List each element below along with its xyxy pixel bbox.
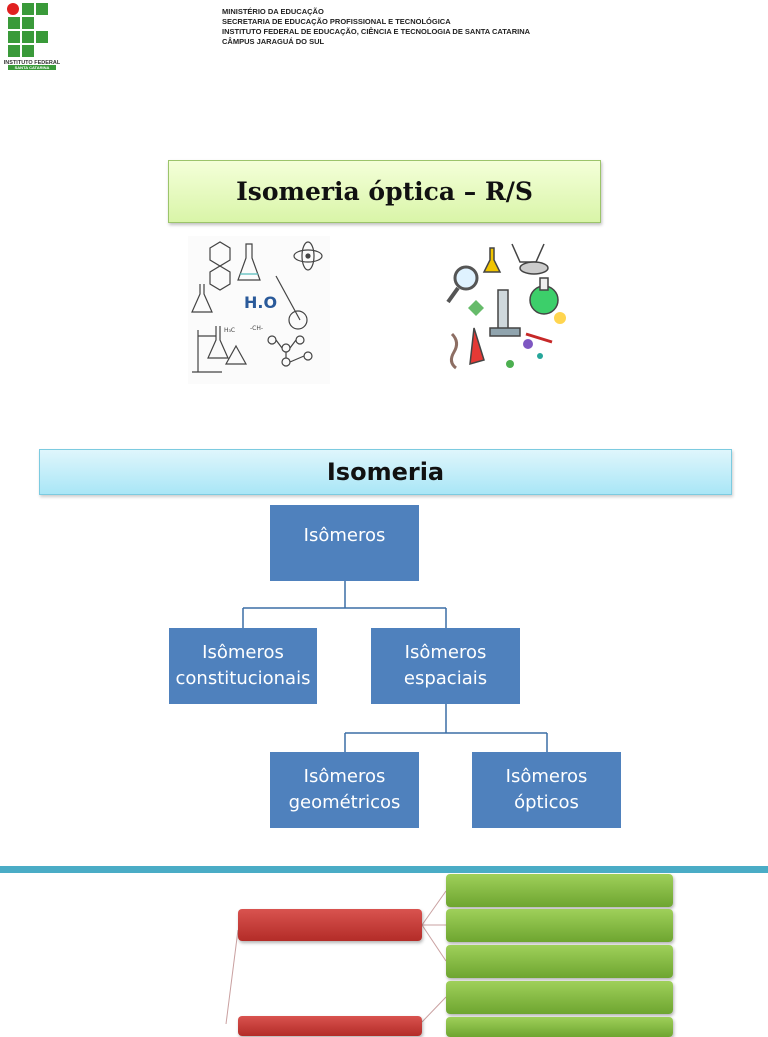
node-isomeros-espaciais: Isômeros espaciais (371, 628, 520, 704)
node-isomeros: Isômeros (270, 505, 419, 581)
header-line-secretariat: SECRETARIA DE EDUCAÇÃO PROFISSIONAL E TE… (222, 17, 451, 26)
green-box-4 (446, 981, 673, 1014)
node-isomeros-geometricos: Isômeros geométricos (270, 752, 419, 828)
node-isomeros-opticos: Isômeros ópticos (472, 752, 621, 828)
chemistry-sketch-illustration: H.O H₃C -CH- (188, 236, 330, 384)
green-box-5 (446, 1017, 673, 1037)
node-isomeros-constitucionais: Isômeros constitucionais (169, 628, 317, 704)
red-box-1 (238, 909, 422, 941)
svg-text:H₃C: H₃C (224, 327, 235, 334)
header-line-institute: INSTITUTO FEDERAL DE EDUCAÇÃO, CIÊNCIA E… (222, 27, 531, 36)
formula-label: H.O (244, 293, 277, 312)
node-opticos-label: Isômeros ópticos (505, 766, 588, 813)
green-box-1 (446, 874, 673, 907)
page-title: Isomeria óptica – R/S (236, 177, 533, 206)
node-geometricos-label: Isômeros geométricos (288, 766, 401, 813)
svg-text:SANTA CATARINA: SANTA CATARINA (15, 65, 50, 70)
green-box-3 (446, 945, 673, 978)
red-box-2 (238, 1016, 422, 1036)
section-title-box: Isomeria (39, 449, 732, 495)
green-box-2 (446, 909, 673, 942)
svg-text:INSTITUTO FEDERAL: INSTITUTO FEDERAL (4, 60, 60, 66)
science-lab-clipart (440, 238, 572, 378)
header-line-campus: CÂMPUS JARAGUÁ DO SUL (222, 37, 325, 46)
node-espaciais-label: Isômeros espaciais (403, 642, 488, 689)
if-logo: INSTITUTO FEDERAL SANTA CATARINA (4, 2, 61, 70)
page-title-box: Isomeria óptica – R/S (168, 160, 601, 223)
header-text: MINISTÉRIO DA EDUCAÇÃO SECRETARIA DE EDU… (222, 7, 530, 47)
svg-text:-CH-: -CH- (250, 325, 263, 332)
page-divider (0, 866, 768, 873)
section-title: Isomeria (326, 458, 445, 486)
header-line-ministry: MINISTÉRIO DA EDUCAÇÃO (222, 7, 324, 16)
node-constitucionais-label: Isômeros constitucionais (175, 642, 311, 689)
node-isomeros-label: Isômeros (303, 525, 386, 546)
